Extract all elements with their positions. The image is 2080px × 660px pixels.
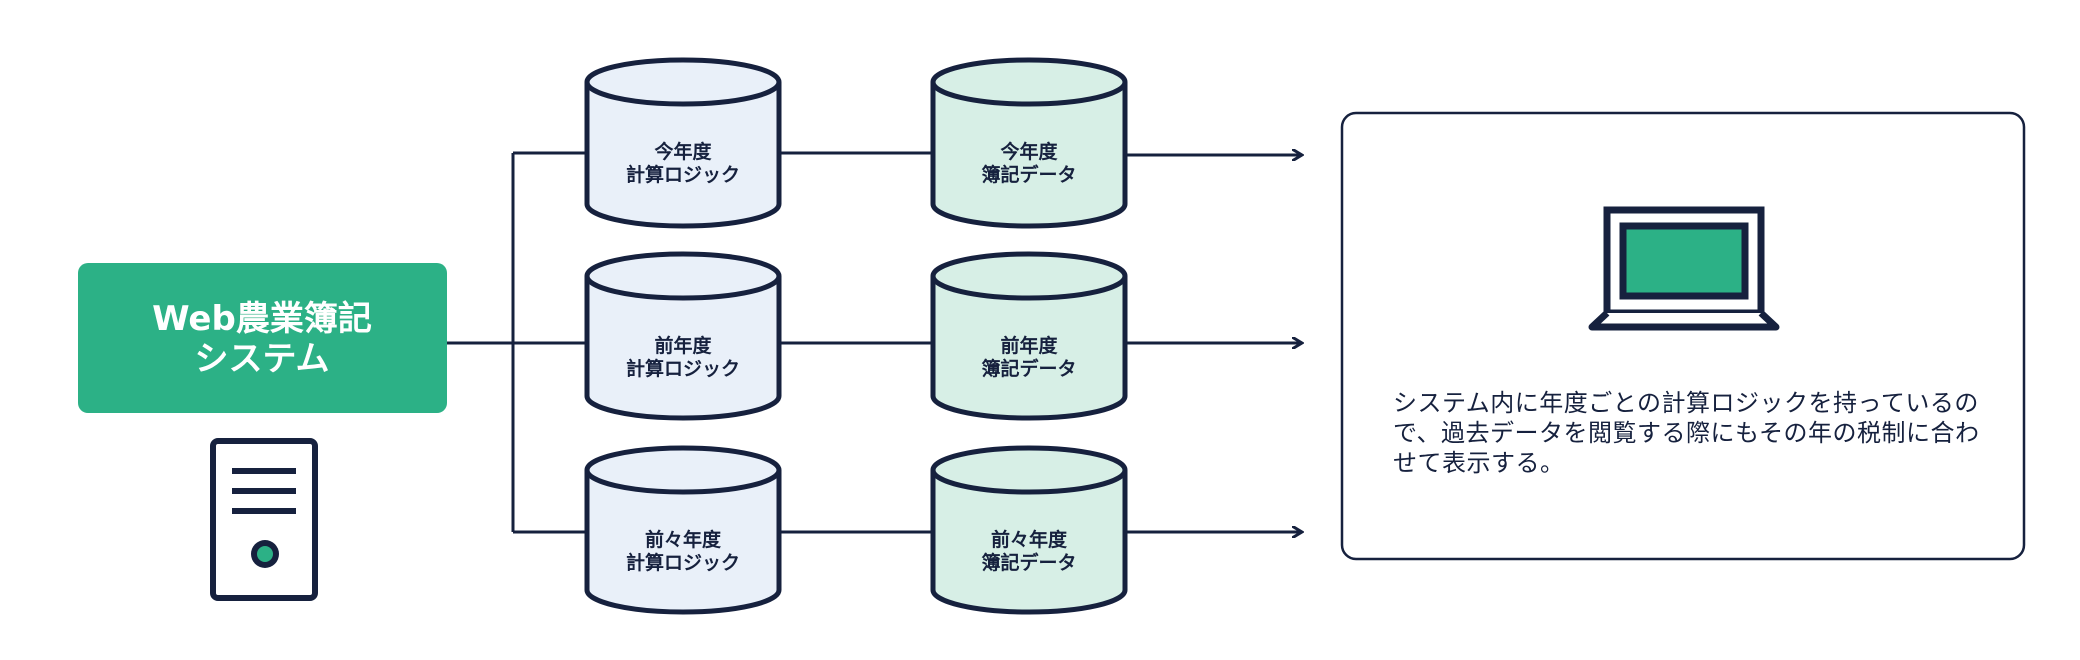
output-panel: [1340, 111, 2026, 561]
logic-db-2-line2: 計算ロジック: [626, 357, 740, 380]
data-db-3-line2: 簿記データ: [981, 551, 1076, 574]
system-name-line2: システム: [195, 339, 330, 379]
data-db-2: 前年度 簿記データ: [930, 251, 1128, 421]
system-name-line1: Web農業簿記: [152, 299, 372, 339]
data-db-3-line1: 前々年度: [991, 528, 1068, 551]
data-db-3: 前々年度 簿記データ: [930, 445, 1128, 615]
logic-db-1-line1: 今年度: [653, 140, 712, 163]
data-db-1-line1: 今年度: [999, 140, 1058, 163]
logic-db-3-line2: 計算ロジック: [626, 551, 740, 574]
data-db-1: 今年度 簿記データ: [930, 57, 1128, 229]
logic-db-2: 前年度 計算ロジック: [584, 251, 782, 421]
output-panel-border: [1340, 111, 2026, 561]
logic-db-3-line1: 前々年度: [645, 528, 722, 551]
system-box: Web農業簿記 システム: [78, 263, 447, 413]
data-db-2-line1: 前年度: [1000, 334, 1058, 357]
logic-db-1: 今年度 計算ロジック: [584, 57, 782, 229]
server-icon: [210, 438, 318, 601]
logic-db-3: 前々年度 計算ロジック: [584, 445, 782, 615]
laptop-icon: [1588, 206, 1780, 331]
description-text: システム内に年度ごとの計算ロジックを持っているので、過去データを閲覧する際にもそ…: [1393, 389, 1980, 477]
data-db-1-line2: 簿記データ: [981, 163, 1076, 186]
data-db-2-line2: 簿記データ: [981, 357, 1076, 380]
logic-db-2-line1: 前年度: [654, 334, 712, 357]
connectors: [447, 153, 1302, 532]
logic-db-1-line2: 計算ロジック: [626, 163, 740, 186]
system-box-bg: [78, 263, 447, 413]
